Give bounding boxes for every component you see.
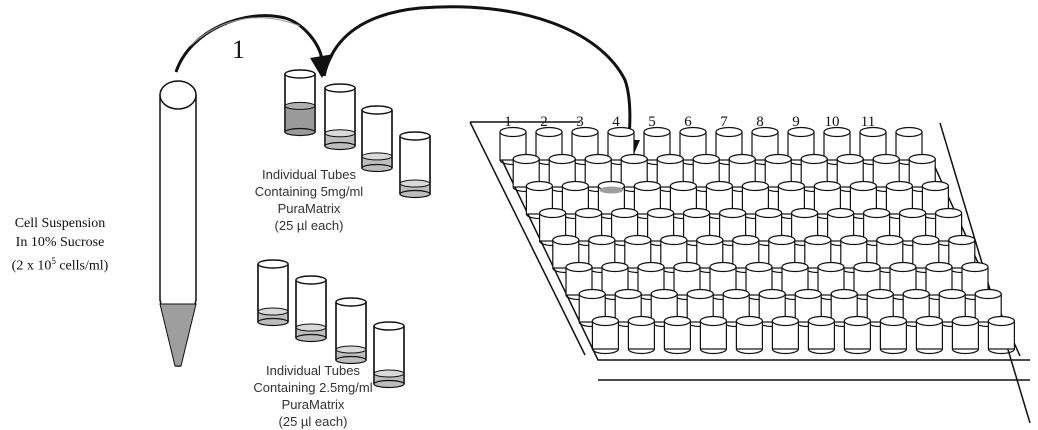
tube-2-5mg-2 xyxy=(295,275,327,343)
tubes-5mg-line4: (25 µl each) xyxy=(274,218,344,233)
plate-well xyxy=(627,315,656,355)
plate-well xyxy=(699,315,728,355)
plate-wells xyxy=(499,126,1016,355)
tubes-2-5mg-label: Individual Tubes Containing 2.5mg/ml Pur… xyxy=(238,362,388,430)
pipetting-arrow-1 xyxy=(174,14,334,78)
well-plate: 1 2 3 4 5 6 7 8 9 10 11 xyxy=(469,114,1031,424)
plate-well xyxy=(679,126,707,166)
plate-well xyxy=(552,234,580,274)
plate-column-label: 11 xyxy=(861,114,875,130)
cell-suspension-line3: (2 x 105 cells/ml) xyxy=(0,252,120,276)
tubes-5mg-group xyxy=(284,69,431,199)
plate-well xyxy=(807,315,836,355)
tubes-5mg-line3: PuraMatrix xyxy=(277,201,341,216)
cell-count-prefix: (2 x 10 xyxy=(11,258,52,274)
plate-well xyxy=(499,126,527,166)
plate-column-label: 2 xyxy=(540,114,548,130)
plate-well xyxy=(787,126,815,166)
plate-well xyxy=(663,315,692,355)
plate-well xyxy=(790,207,819,247)
plate-well xyxy=(643,126,671,166)
plate-column-label: 4 xyxy=(612,114,620,130)
step-number: 1 xyxy=(232,35,245,64)
plate-well xyxy=(921,180,950,220)
plate-column-label: 10 xyxy=(825,114,840,130)
plate-well xyxy=(804,234,832,274)
plate-column-label: 7 xyxy=(720,114,728,130)
cell-count-exponent: 5 xyxy=(51,256,56,266)
plate-well xyxy=(879,315,908,355)
plate-column-labels: 1 2 3 4 5 6 7 8 9 10 11 xyxy=(504,114,875,130)
tubes-2-5mg-line4: (25 µl each) xyxy=(278,414,348,429)
plate-well xyxy=(764,153,792,193)
tube-2-5mg-3 xyxy=(335,297,367,365)
tubes-2-5mg-group xyxy=(257,259,405,389)
tubes-2-5mg-line3: PuraMatrix xyxy=(281,397,345,412)
plate-well xyxy=(974,288,1002,328)
plate-well xyxy=(735,315,764,355)
tube-5mg-4 xyxy=(399,131,431,199)
tube-5mg-1 xyxy=(284,69,316,137)
plate-well xyxy=(961,261,989,301)
cell-suspension-label: Cell Suspension In 10% Sucrose (2 x 105 … xyxy=(0,214,120,276)
plate-well xyxy=(866,288,894,328)
cell-suspension-tube xyxy=(159,80,197,367)
plate-column-label: 3 xyxy=(576,114,584,130)
plate-well xyxy=(951,315,980,355)
plate-well xyxy=(591,315,620,355)
cell-suspension-line1: Cell Suspension xyxy=(14,216,106,231)
plate-well xyxy=(650,288,678,328)
tube-5mg-2 xyxy=(324,83,356,151)
cell-count-suffix: cells/ml) xyxy=(55,258,109,274)
plate-column-label: 9 xyxy=(792,114,800,130)
plate-column-label: 1 xyxy=(504,114,512,130)
plate-column-label: 6 xyxy=(684,114,692,130)
cell-suspension-line2: In 10% Sucrose xyxy=(15,235,105,250)
plate-well xyxy=(843,315,872,355)
plate-well xyxy=(915,315,944,355)
tubes-5mg-line2: Containing 5mg/ml xyxy=(254,184,364,199)
plate-well xyxy=(768,234,796,274)
plate-column-label: 5 xyxy=(648,114,656,130)
tubes-2-5mg-line2: Containing 2.5mg/ml xyxy=(253,380,373,395)
tube-2-5mg-4 xyxy=(373,321,405,389)
plate-column-label: 8 xyxy=(756,114,764,130)
plate-well xyxy=(987,315,1016,355)
plate-well xyxy=(898,207,927,247)
tubes-5mg-line1: Individual Tubes xyxy=(262,167,356,182)
plate-well xyxy=(771,315,800,355)
tubes-5mg-label: Individual Tubes Containing 5mg/ml PuraM… xyxy=(244,166,374,234)
tubes-2-5mg-line1: Individual Tubes xyxy=(266,363,360,378)
tube-5mg-3 xyxy=(361,105,393,173)
tube-2-5mg-1 xyxy=(257,259,289,327)
